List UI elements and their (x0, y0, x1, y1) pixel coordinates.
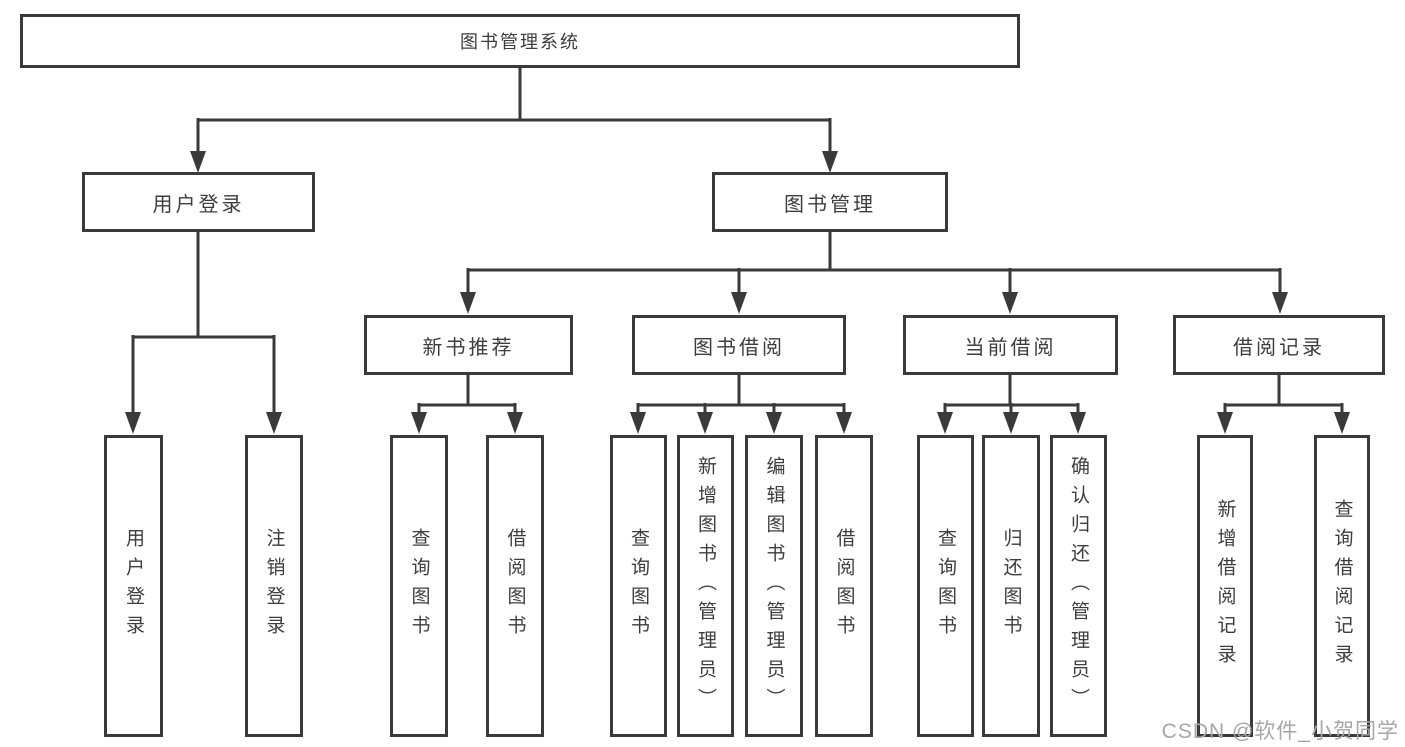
node-new-book-recommend: 新书推荐 (364, 315, 573, 375)
node-library-management-system: 图书管理系统 (20, 14, 1020, 68)
node-label: 确认归还（管理员） (1068, 455, 1089, 717)
node-label: 当前借阅 (964, 336, 1057, 359)
node-current-borrowing: 当前借阅 (903, 315, 1118, 375)
leaf-query-books: 查询图书 (917, 435, 974, 737)
leaf-logout: 注销登录 (245, 435, 303, 737)
leaf-add-borrow-record: 新增借阅记录 (1197, 435, 1253, 737)
node-label: 查询图书 (408, 528, 430, 644)
node-label: 新增图书（管理员） (695, 455, 716, 717)
node-label: 图书管理 (784, 193, 876, 216)
node-label: 注销登录 (263, 528, 285, 644)
node-label: 借阅图书 (504, 528, 526, 644)
node-book-management: 图书管理 (712, 172, 948, 232)
leaf-edit-book-admin: 编辑图书（管理员） (745, 435, 803, 737)
leaf-return-books: 归还图书 (982, 435, 1040, 737)
leaf-borrow-books: 借阅图书 (486, 435, 544, 737)
leaf-query-books: 查询图书 (390, 435, 448, 737)
node-label: 图书管理系统 (460, 32, 580, 52)
leaf-query-books: 查询图书 (610, 435, 667, 737)
leaf-confirm-return-admin: 确认归还（管理员） (1050, 435, 1107, 737)
node-label: 编辑图书（管理员） (763, 455, 785, 717)
node-label: 用户登录 (123, 528, 144, 644)
node-label: 借阅记录 (1233, 336, 1325, 359)
node-user-login: 用户登录 (82, 172, 315, 232)
csdn-watermark: CSDN @软件_小贺同学 (1161, 720, 1399, 743)
node-label: 归还图书 (1000, 528, 1022, 644)
leaf-query-borrow-record: 查询借阅记录 (1314, 435, 1370, 737)
node-label: 用户登录 (152, 193, 245, 216)
node-borrowing-records: 借阅记录 (1173, 315, 1385, 375)
node-label: 查询图书 (628, 528, 649, 644)
node-label: 图书借阅 (693, 336, 785, 359)
node-label: 借阅图书 (833, 528, 855, 644)
node-label: 新增借阅记录 (1214, 499, 1236, 673)
node-book-borrowing: 图书借阅 (632, 315, 846, 375)
leaf-borrow-books: 借阅图书 (815, 435, 873, 737)
node-label: 查询图书 (935, 528, 956, 644)
leaf-add-book-admin: 新增图书（管理员） (677, 435, 734, 737)
node-label: 新书推荐 (422, 336, 515, 359)
leaf-user-login: 用户登录 (104, 435, 163, 737)
node-label: 查询借阅记录 (1331, 499, 1353, 673)
